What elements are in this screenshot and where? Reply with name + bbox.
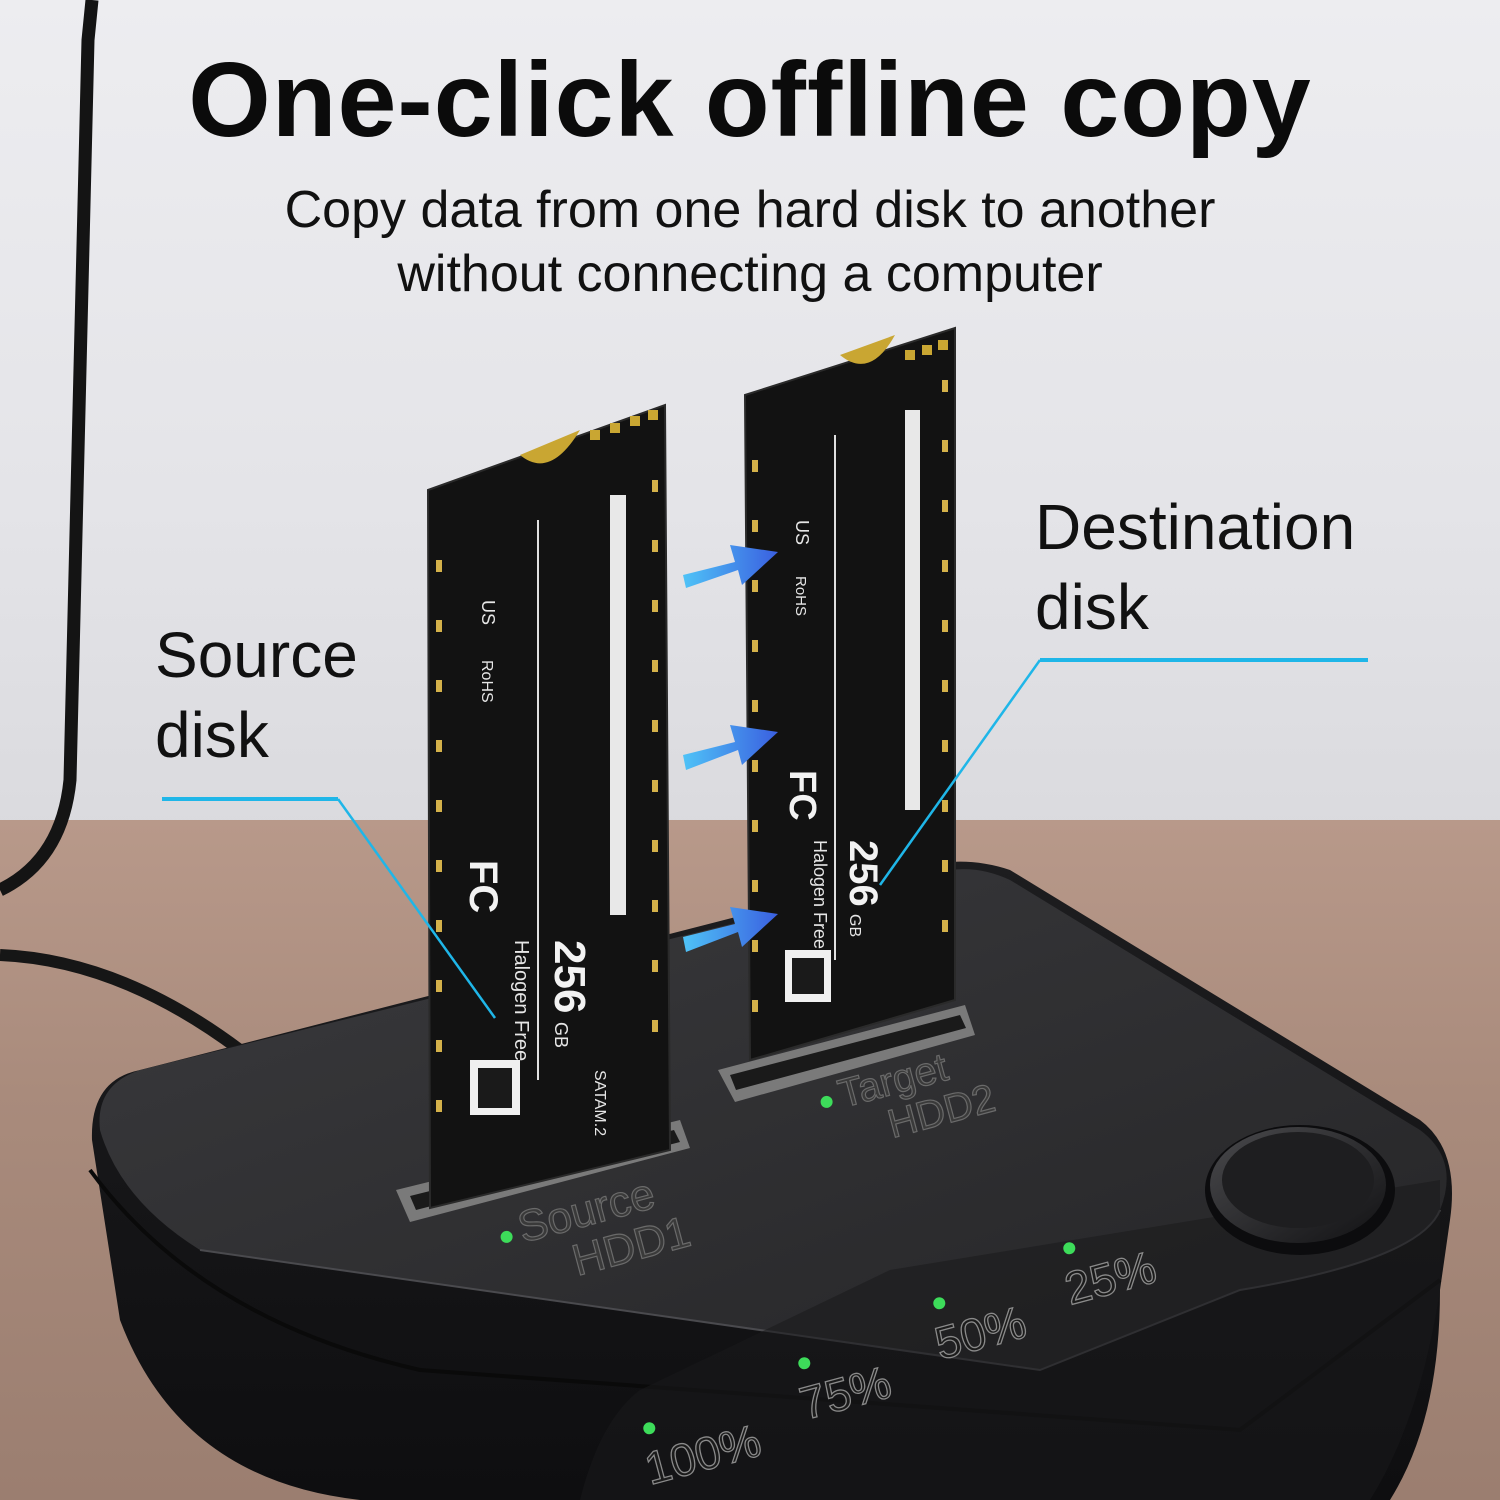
source-disk-label-line1: Source [155, 619, 358, 691]
destination-capacity-unit: GB [846, 914, 863, 937]
led-50 [933, 1297, 946, 1310]
destination-rohs: RoHS [792, 576, 809, 616]
source-callout-line [162, 797, 497, 1019]
subtitle-line-2: without connecting a computer [397, 245, 1103, 303]
destination-halogen: Halogen Free [810, 840, 830, 949]
led-25 [1063, 1242, 1076, 1255]
source-fc: FC [461, 860, 505, 913]
arrow-right-icon [683, 545, 778, 588]
source-halogen: Halogen Free [510, 940, 532, 1061]
arrow-right-icon [683, 907, 778, 952]
destination-disk-label-line1: Destination [1035, 491, 1356, 563]
source-disk-label: Source disk [155, 615, 358, 775]
source-capacity: 256 [545, 940, 594, 1013]
led-100 [643, 1422, 656, 1435]
source-disk-label-line2: disk [155, 699, 269, 771]
source-rohs: RoHS [478, 660, 495, 703]
led-hdd2 [820, 1095, 833, 1108]
copy-arrows [683, 545, 778, 952]
destination-capacity: 256 [841, 840, 885, 907]
subtitle: Copy data from one hard disk to another … [0, 178, 1500, 306]
destination-disk-label: Destination disk [1035, 487, 1355, 647]
slot-hdd2 [718, 1005, 975, 1102]
source-us: US [478, 600, 498, 625]
arrow-right-icon [683, 725, 778, 770]
destination-ssd: 256 GB Halogen Free FC US RoHS [743, 326, 956, 1062]
led-75 [798, 1357, 811, 1370]
led-hdd1 [500, 1230, 513, 1243]
copy-button[interactable] [1205, 1125, 1395, 1255]
source-interface: SATAM.2 [591, 1070, 608, 1136]
destination-disk-label-line2: disk [1035, 571, 1149, 643]
source-capacity-unit: GB [551, 1022, 571, 1048]
source-ssd: 256 GB Halogen Free SATAM.2 FC US RoHS [426, 403, 672, 1210]
destination-fc: FC [781, 770, 823, 821]
destination-us: US [792, 520, 812, 545]
destination-callout-line [878, 658, 1368, 886]
headline: One-click offline copy [188, 41, 1312, 159]
subtitle-line-1: Copy data from one hard disk to another [284, 181, 1216, 239]
